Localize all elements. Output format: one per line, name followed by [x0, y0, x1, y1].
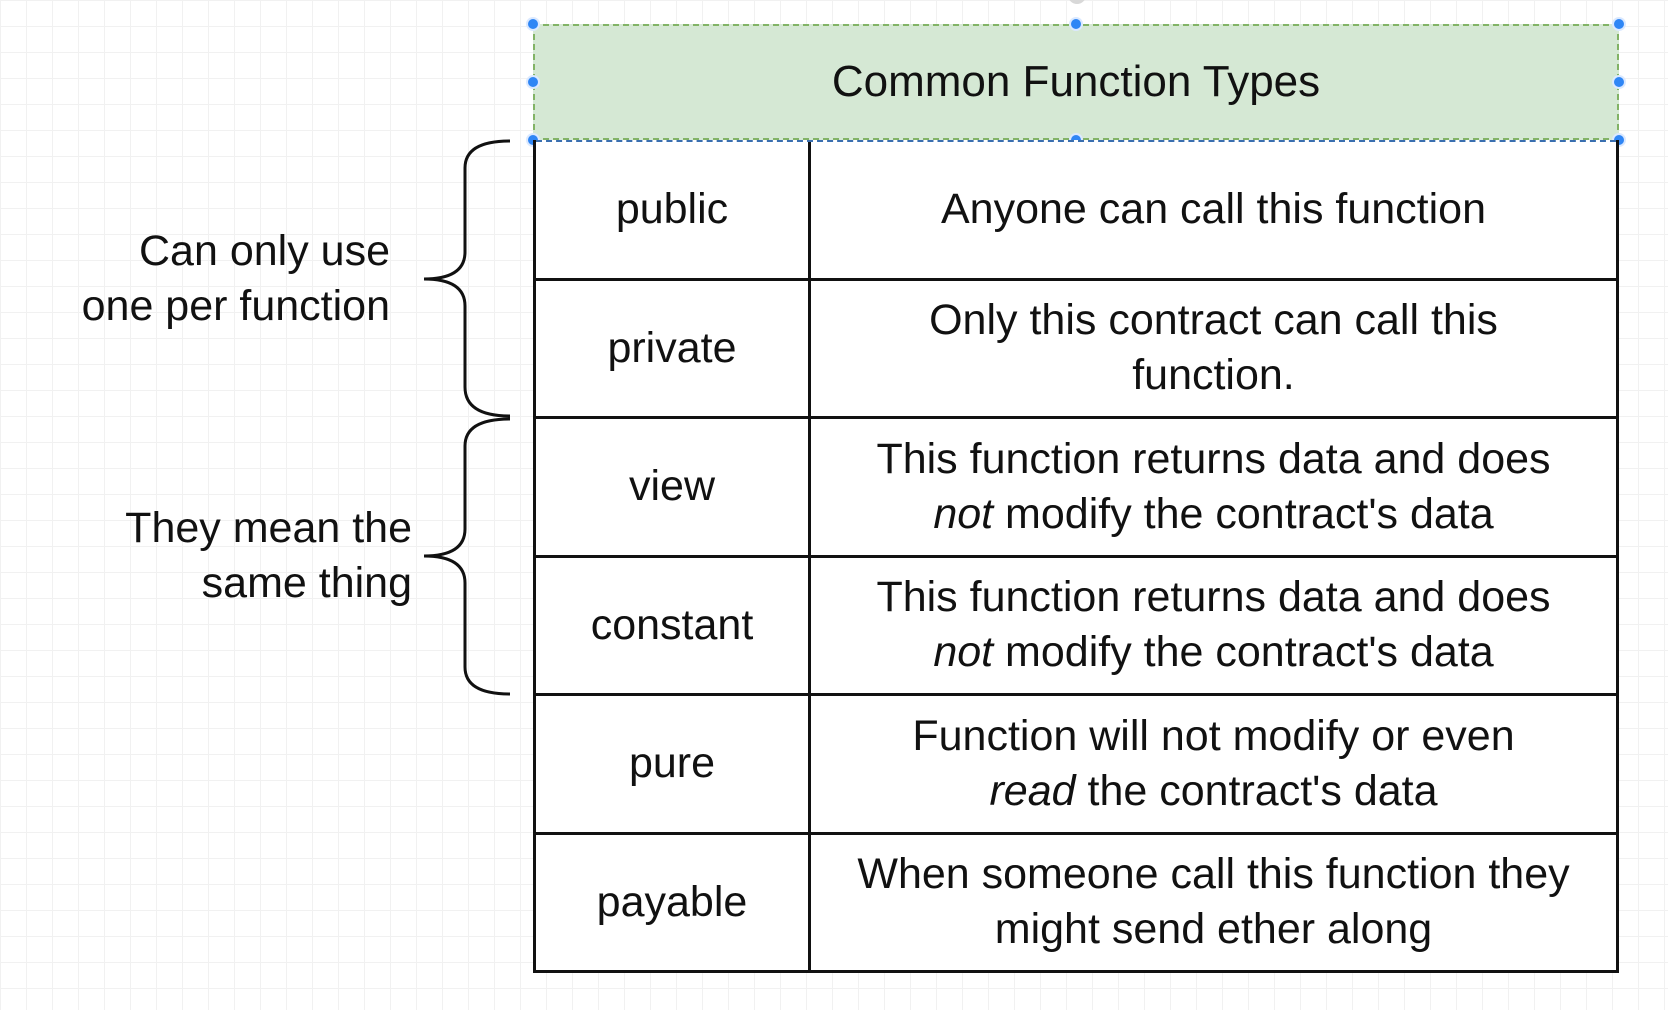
function-type-description[interactable]: Function will not modify or even read the…: [811, 696, 1616, 832]
table-row: pure Function will not modify or even read…: [536, 693, 1616, 832]
function-type-description[interactable]: This function returns data and does not m…: [811, 419, 1616, 555]
description-line: Anyone can call this function: [941, 185, 1486, 234]
curly-braces: [423, 139, 511, 696]
function-type-name[interactable]: payable: [536, 834, 811, 970]
description-text: Anyone can call this function: [941, 182, 1486, 237]
function-type-description[interactable]: Anyone can call this function: [811, 142, 1616, 278]
table-header[interactable]: Common Function Types: [533, 24, 1619, 140]
annotation-one-per-function: Can only use one per function: [40, 224, 390, 334]
function-type-name[interactable]: public: [536, 142, 811, 278]
table-row: public Anyone can call this function: [536, 140, 1616, 278]
function-type-description[interactable]: This function returns data and does not m…: [811, 558, 1616, 694]
description-line: This function returns data and does: [876, 434, 1551, 483]
resize-handle-right[interactable]: [1612, 75, 1626, 89]
brace-one-per-function[interactable]: [423, 139, 511, 418]
table-row: view This function returns data and does n…: [536, 416, 1616, 555]
table-row: payable When someone call this function t…: [536, 831, 1616, 971]
description-text: Only this contract can call this function…: [929, 293, 1498, 403]
function-type-name[interactable]: private: [536, 280, 811, 416]
emphasis-word: read: [989, 766, 1076, 815]
description-line: When someone call this function they: [857, 850, 1570, 899]
resize-handle-top-left[interactable]: [526, 17, 540, 31]
function-type-name[interactable]: constant: [536, 557, 811, 693]
description-line: read the contract's data: [989, 766, 1438, 815]
annotation-line: Can only use: [139, 227, 390, 275]
resize-handle-top[interactable]: [1069, 17, 1083, 31]
connection-point-icon[interactable]: [1068, 0, 1086, 4]
function-type-description[interactable]: When someone call this function they migh…: [811, 835, 1616, 971]
table-title: Common Function Types: [831, 57, 1321, 106]
description-text: Function will not modify or even read the…: [912, 709, 1514, 819]
function-type-name[interactable]: pure: [536, 696, 811, 832]
description-line: Only this contract can call this: [929, 296, 1498, 345]
description-text: When someone call this function they migh…: [857, 847, 1569, 957]
function-type-description[interactable]: Only this contract can call this function…: [811, 281, 1616, 417]
table-row: constant This function returns data and d…: [536, 554, 1616, 694]
emphasis-word: not: [933, 628, 994, 677]
description-text: This function returns data and does not m…: [876, 432, 1550, 542]
brace-same-thing[interactable]: [423, 417, 511, 696]
annotation-line: They mean the: [125, 504, 412, 552]
description-line: Function will not modify or even: [912, 711, 1515, 760]
description-line: might send ether along: [994, 905, 1433, 954]
annotation-line: one per function: [81, 282, 390, 330]
annotation-line: same thing: [201, 559, 412, 607]
description-line: This function returns data and does: [876, 573, 1551, 622]
function-types-table: public Anyone can call this function priva…: [533, 140, 1619, 973]
description-line: function.: [1132, 351, 1295, 400]
annotation-same-thing: They mean the same thing: [60, 501, 412, 611]
table-row: private Only this contract can call this f…: [536, 277, 1616, 417]
function-type-name[interactable]: view: [536, 419, 811, 555]
description-line: not modify the contract's data: [933, 489, 1494, 538]
description-line: not modify the contract's data: [933, 628, 1494, 677]
resize-handle-top-right[interactable]: [1612, 17, 1626, 31]
description-text: This function returns data and does not m…: [876, 570, 1550, 680]
emphasis-word: not: [933, 489, 994, 538]
resize-handle-left[interactable]: [526, 75, 540, 89]
